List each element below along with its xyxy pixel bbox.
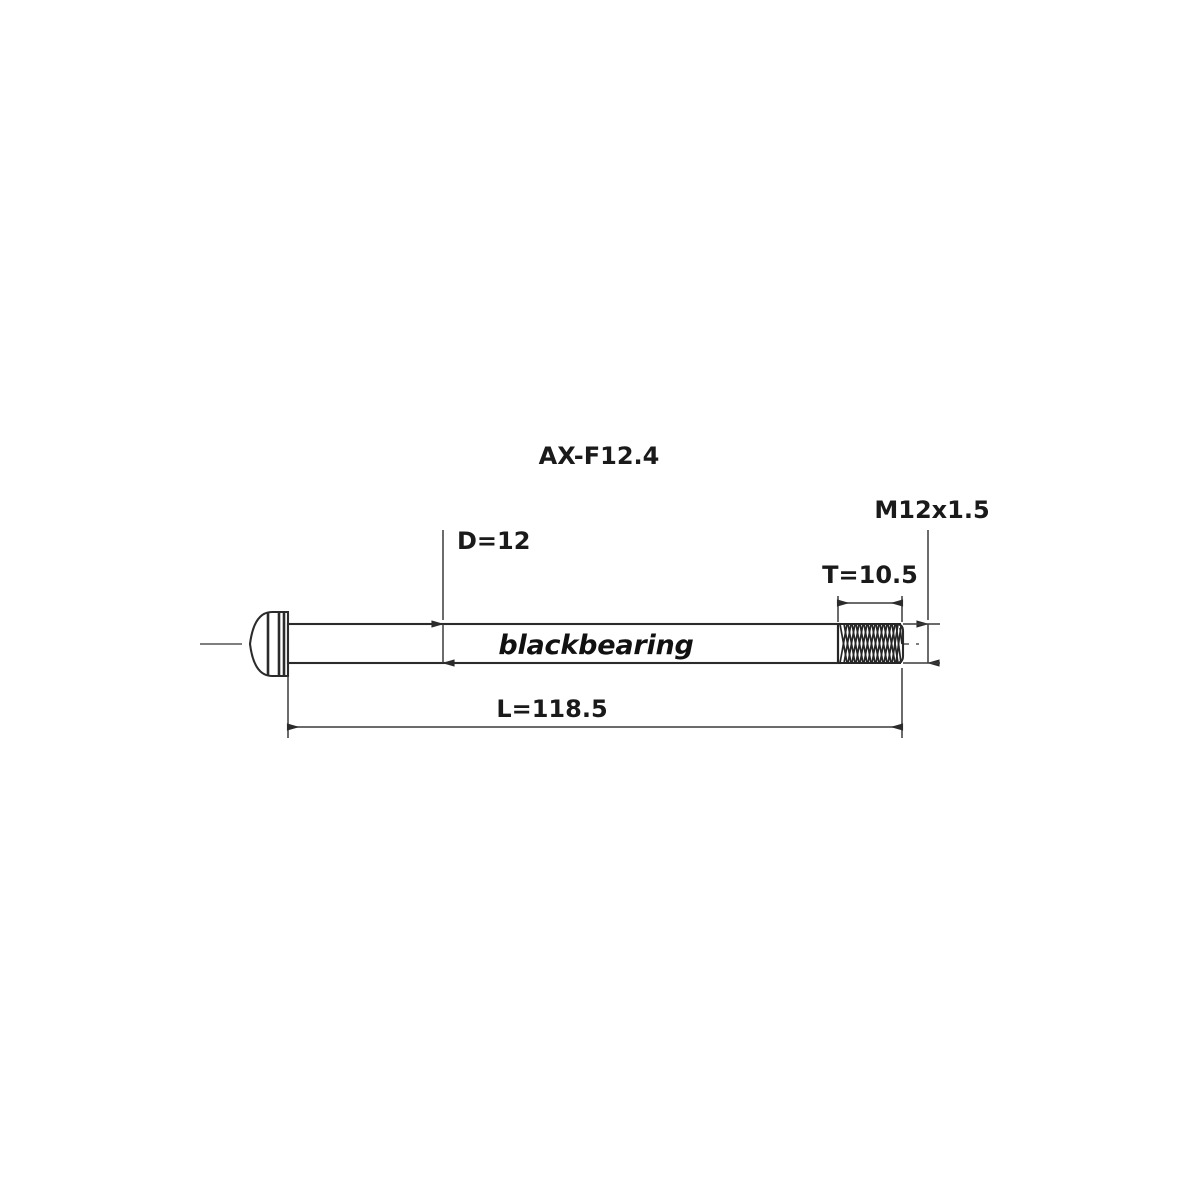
- dimension-thread-spec: M12x1.5: [874, 496, 990, 667]
- dimension-total-length: L=118.5: [286, 668, 904, 738]
- axle-head: [248, 610, 290, 678]
- axle-thread-section: [836, 622, 905, 665]
- l1185-label: L=118.5: [496, 695, 607, 723]
- brand-label-group: blackbearing: [497, 628, 695, 661]
- page-title: AX-F12.4: [539, 442, 660, 470]
- t105-label: T=10.5: [822, 561, 918, 589]
- d12-label: D=12: [457, 527, 530, 555]
- dimension-shaft-diameter: D=12: [431, 527, 530, 667]
- brand-label: blackbearing: [498, 630, 693, 661]
- m12-label: M12x1.5: [874, 496, 989, 524]
- dimension-thread-length: T=10.5: [822, 561, 918, 622]
